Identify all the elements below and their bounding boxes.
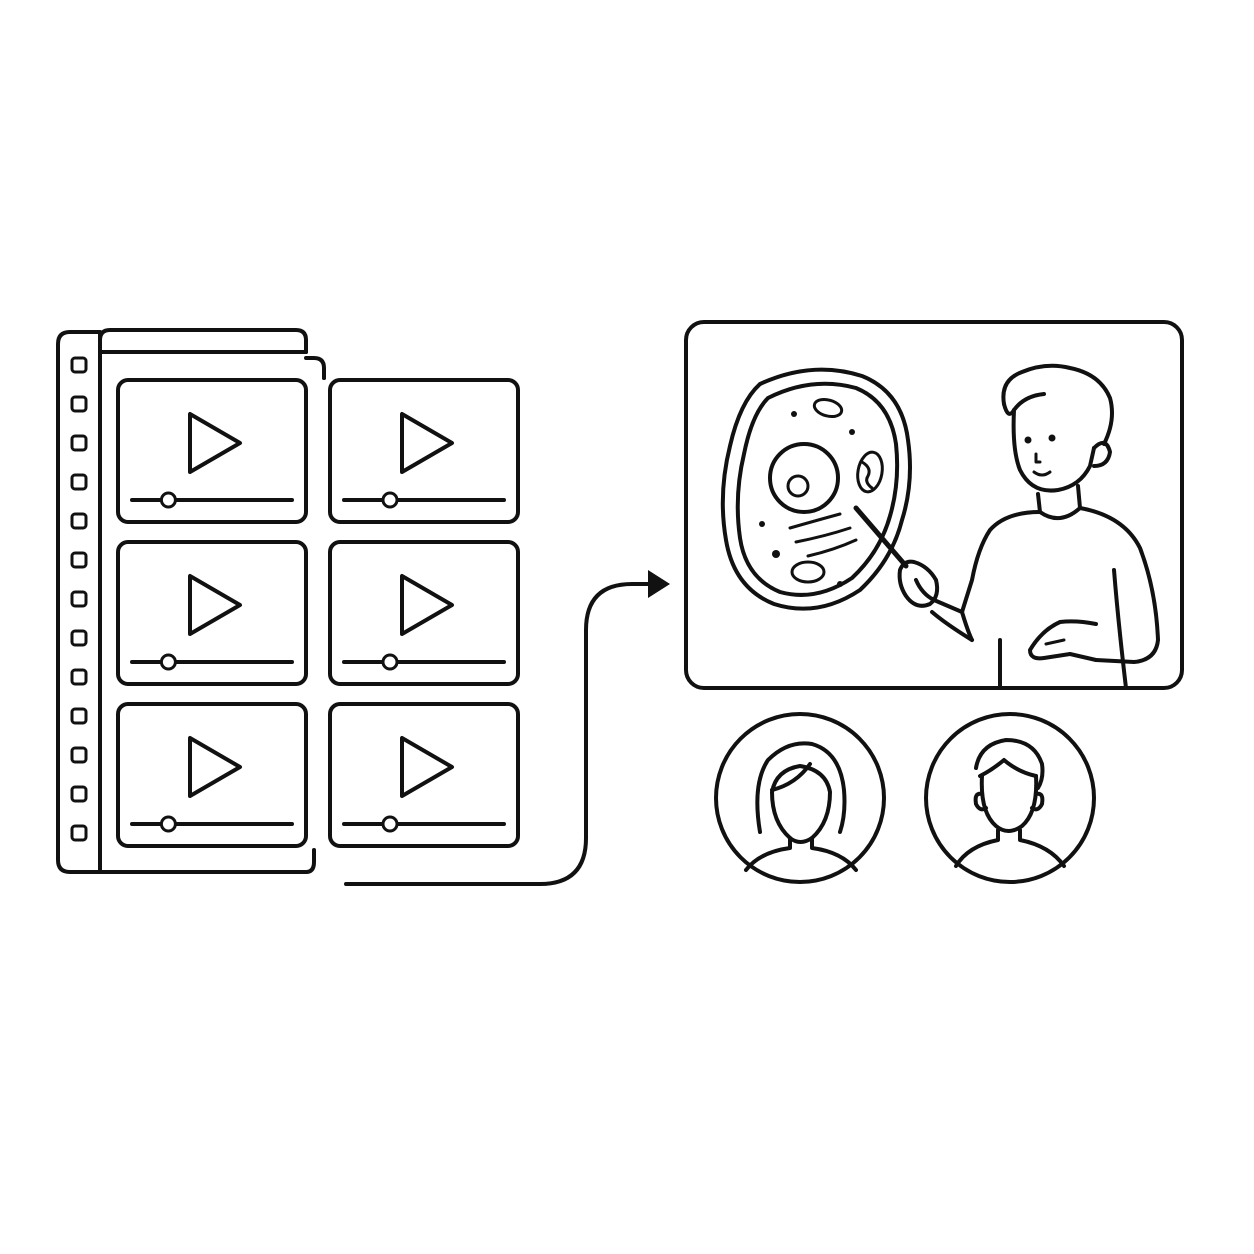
video-thumbnail[interactable] xyxy=(328,378,520,524)
sprocket-hole xyxy=(70,668,88,686)
video-thumbnail[interactable] xyxy=(328,540,520,686)
thumbnail-frame xyxy=(328,702,520,848)
play-icon[interactable] xyxy=(400,412,454,474)
video-thumbnail[interactable] xyxy=(328,702,520,848)
sprocket-hole xyxy=(70,629,88,647)
cell-diagram-icon xyxy=(720,367,912,611)
thumbnail-frame xyxy=(116,540,308,686)
thumbnail-frame xyxy=(328,378,520,524)
progress-knob[interactable] xyxy=(381,653,399,671)
sprocket-hole xyxy=(70,746,88,764)
sprocket-hole xyxy=(70,824,88,842)
sprocket-hole xyxy=(70,356,88,374)
teacher-with-pointer-icon xyxy=(853,363,1160,690)
sprocket-hole xyxy=(70,551,88,569)
progress-knob[interactable] xyxy=(381,491,399,509)
progress-knob[interactable] xyxy=(159,491,177,509)
film-sprocket-holes xyxy=(70,356,88,842)
male-avatar-icon xyxy=(924,712,1096,884)
progress-knob[interactable] xyxy=(381,815,399,833)
sprocket-hole xyxy=(70,707,88,725)
play-icon[interactable] xyxy=(400,574,454,636)
thumbnail-frame xyxy=(116,702,308,848)
progress-knob[interactable] xyxy=(159,815,177,833)
video-thumbnail-grid xyxy=(116,378,520,848)
thumbnail-frame xyxy=(328,540,520,686)
sprocket-hole xyxy=(70,434,88,452)
sprocket-hole xyxy=(70,512,88,530)
video-thumbnail[interactable] xyxy=(116,540,308,686)
video-thumbnail[interactable] xyxy=(116,378,308,524)
play-icon[interactable] xyxy=(188,412,242,474)
sprocket-hole xyxy=(70,785,88,803)
video-thumbnail[interactable] xyxy=(116,702,308,848)
participant-avatars xyxy=(714,712,1096,884)
sprocket-hole xyxy=(70,590,88,608)
sprocket-hole xyxy=(70,395,88,413)
presentation-screen-icon xyxy=(684,320,1184,690)
film-strip-icon xyxy=(56,328,326,874)
progress-knob[interactable] xyxy=(159,653,177,671)
play-icon[interactable] xyxy=(400,736,454,798)
video-library xyxy=(56,328,520,874)
thumbnail-frame xyxy=(116,378,308,524)
sprocket-hole xyxy=(70,473,88,491)
play-icon[interactable] xyxy=(188,574,242,636)
play-icon[interactable] xyxy=(188,736,242,798)
arrow-right-icon xyxy=(344,570,670,886)
female-avatar-icon xyxy=(714,712,886,884)
